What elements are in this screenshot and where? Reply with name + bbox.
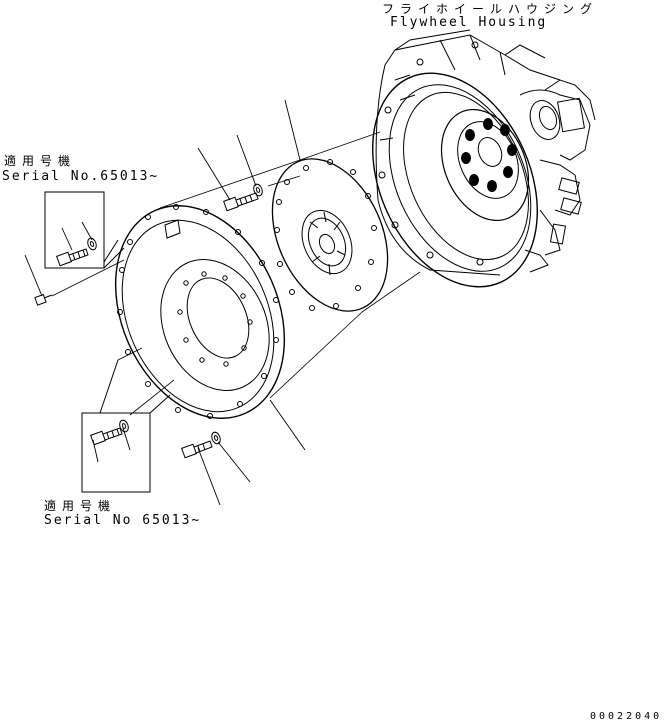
bottom-box-washer — [118, 419, 130, 433]
drive-plate-bolt — [224, 193, 258, 211]
assembly-lines — [52, 132, 420, 415]
drive-plate-washer — [252, 183, 264, 197]
applicability-box-bottom — [82, 360, 170, 492]
figure-code: 00022040 — [590, 711, 663, 722]
top-box-bolt — [57, 249, 88, 266]
housing-title-jp: フライホイールハウジング — [382, 2, 599, 16]
bottom-box-bolt — [91, 428, 122, 445]
lower-washer — [210, 431, 222, 445]
serial-number-top: Serial No.65013~ — [2, 169, 160, 184]
applicability-label-bottom: 適用号機 — [44, 499, 117, 513]
flywheel-housing — [341, 30, 595, 313]
applicability-box-top — [45, 192, 124, 268]
applicability-label-top: 適用号機 — [4, 154, 77, 168]
lower-bolt — [182, 441, 212, 458]
drive-plate — [250, 141, 410, 329]
left-small-bolt — [35, 295, 52, 306]
serial-number-bottom: Serial No 65013~ — [44, 513, 202, 528]
top-box-washer — [86, 237, 98, 251]
leader-lines — [25, 100, 305, 505]
flywheel-plate — [84, 179, 317, 445]
housing-title-en: Flywheel Housing — [390, 15, 548, 30]
